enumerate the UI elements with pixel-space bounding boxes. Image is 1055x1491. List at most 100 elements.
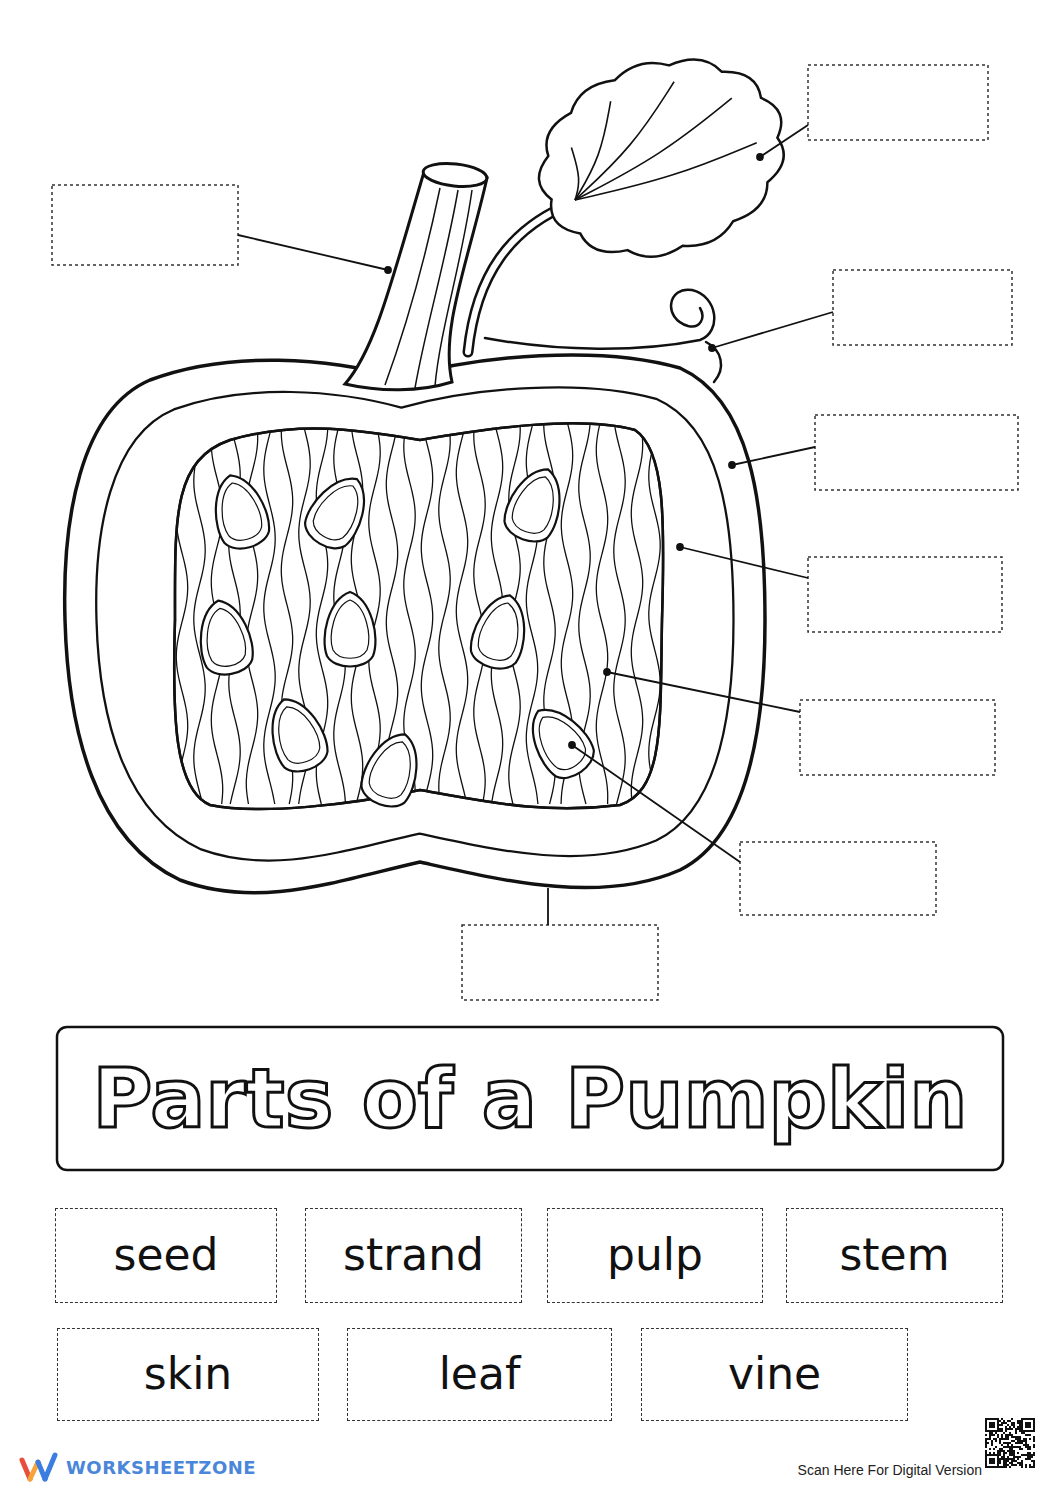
qr-module [1027, 1446, 1029, 1448]
qr-module [989, 1432, 991, 1434]
qr-module [1011, 1434, 1013, 1436]
qr-module [1003, 1446, 1005, 1448]
leader-dot [569, 742, 575, 748]
qr-module [1033, 1446, 1035, 1448]
qr-module [1013, 1464, 1015, 1466]
seed-inner [365, 735, 420, 803]
qr-module [1005, 1422, 1007, 1424]
word-bank-word: stem [839, 1231, 949, 1279]
qr-module [989, 1452, 991, 1454]
qr-module [1007, 1446, 1009, 1448]
word-bank-box: leaf [347, 1328, 612, 1421]
qr-module [1027, 1448, 1029, 1450]
qr-module [999, 1460, 1001, 1462]
word-bank-box: stem [786, 1208, 1003, 1303]
qr-module [999, 1466, 1001, 1468]
qr-module [1007, 1450, 1009, 1452]
qr-module [1009, 1452, 1011, 1454]
qr-module [1031, 1460, 1033, 1462]
qr-module [1029, 1464, 1031, 1466]
qr-module [1019, 1424, 1021, 1426]
word-bank-word: seed [114, 1231, 219, 1279]
qr-module [1005, 1464, 1007, 1466]
qr-module [1029, 1438, 1031, 1440]
qr-module [1031, 1466, 1033, 1468]
qr-module [1027, 1456, 1029, 1458]
seed-inner [527, 707, 591, 776]
word-bank-box: pulp [547, 1208, 763, 1303]
pumpkin-strands [176, 420, 660, 804]
seed-outline [193, 596, 256, 678]
qr-module [989, 1448, 991, 1450]
qr-module [1017, 1456, 1019, 1458]
pumpkin-strand [246, 420, 257, 804]
qr-module [997, 1452, 999, 1454]
qr-module [1007, 1456, 1009, 1458]
qr-module [1003, 1438, 1005, 1440]
answer-box [740, 842, 936, 915]
word-bank-word: strand [343, 1231, 484, 1279]
qr-module [993, 1452, 995, 1454]
leader-dot [677, 544, 683, 550]
qr-module [1005, 1458, 1007, 1460]
qr-module [1033, 1444, 1035, 1446]
qr-module [1017, 1436, 1019, 1438]
qr-module [999, 1462, 1001, 1464]
qr-module [1019, 1430, 1021, 1432]
qr-module [1005, 1460, 1007, 1462]
qr-module [997, 1450, 999, 1452]
qr-module [1029, 1446, 1031, 1448]
qr-module [1011, 1444, 1013, 1446]
qr-module [1007, 1436, 1009, 1438]
leader-line [607, 672, 800, 712]
qr-module [1013, 1458, 1015, 1460]
qr-module [1019, 1456, 1021, 1458]
pumpkin-seed [298, 466, 379, 556]
qr-ground [983, 1416, 1037, 1470]
stem-ridges [385, 188, 472, 388]
qr-module [1007, 1460, 1009, 1462]
pumpkin-strand [596, 420, 607, 804]
title-frame: Parts of a Pumpkin [57, 1027, 1003, 1170]
qr-module [1005, 1434, 1007, 1436]
qr-module [1023, 1444, 1025, 1446]
seed-inner [269, 700, 324, 768]
qr-module [1007, 1438, 1009, 1440]
title-box [57, 1027, 1003, 1170]
qr-module [1025, 1446, 1027, 1448]
answer-box [833, 270, 1012, 345]
qr-module [1017, 1442, 1019, 1444]
leader-line [732, 447, 815, 465]
qr-module [1003, 1420, 1005, 1422]
qr-module [1013, 1450, 1015, 1452]
qr-module [1009, 1458, 1011, 1460]
qr-module [1025, 1466, 1027, 1468]
qr-module [1017, 1420, 1019, 1422]
qr-module [1017, 1446, 1019, 1448]
qr-module [1013, 1440, 1015, 1442]
qr-module [1003, 1460, 1005, 1462]
qr-module [1009, 1450, 1011, 1452]
qr-finder-core [1025, 1422, 1031, 1428]
qr-module [1015, 1438, 1017, 1440]
leader-lines [238, 125, 833, 925]
word-bank-word: leaf [439, 1350, 521, 1398]
leader-line [572, 745, 740, 862]
qr-module [1023, 1432, 1025, 1434]
qr-module [999, 1450, 1001, 1452]
qr-module [1005, 1446, 1007, 1448]
qr-module [1025, 1442, 1027, 1444]
qr-module [1019, 1420, 1021, 1422]
qr-module [985, 1438, 987, 1440]
qr-module [1005, 1442, 1007, 1444]
qr-module [1019, 1428, 1021, 1430]
qr-module [1003, 1442, 1005, 1444]
seed-inner [331, 600, 368, 658]
qr-module [999, 1420, 1001, 1422]
pumpkin-seed [466, 589, 534, 674]
pumpkin-strand [194, 420, 205, 804]
qr-module [1003, 1462, 1005, 1464]
qr-module [1001, 1448, 1003, 1450]
qr-module [993, 1434, 995, 1436]
